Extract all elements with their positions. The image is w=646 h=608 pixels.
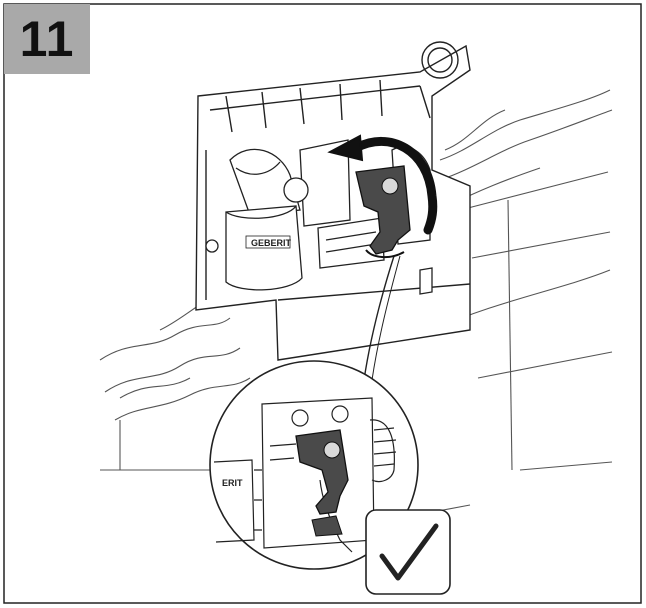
bowden-cable-outline [371, 255, 401, 381]
check-mark-icon [379, 523, 439, 581]
release-lever [355, 165, 411, 258]
panel-border [3, 3, 642, 604]
brand-plate: GEBERIT [245, 235, 292, 249]
brand-label: GEBERIT [251, 238, 292, 248]
step-number: 11 [19, 11, 75, 67]
detail-cable-end [311, 515, 343, 537]
wall-cut-left [99, 289, 251, 421]
detail-brand-label: ERIT [222, 478, 243, 488]
step-badge: 11 [4, 4, 90, 74]
flush-mechanism [205, 139, 433, 295]
detail-lever-pivot [323, 441, 341, 459]
rotation-arrow [327, 134, 438, 235]
correct-check-box [365, 509, 451, 595]
